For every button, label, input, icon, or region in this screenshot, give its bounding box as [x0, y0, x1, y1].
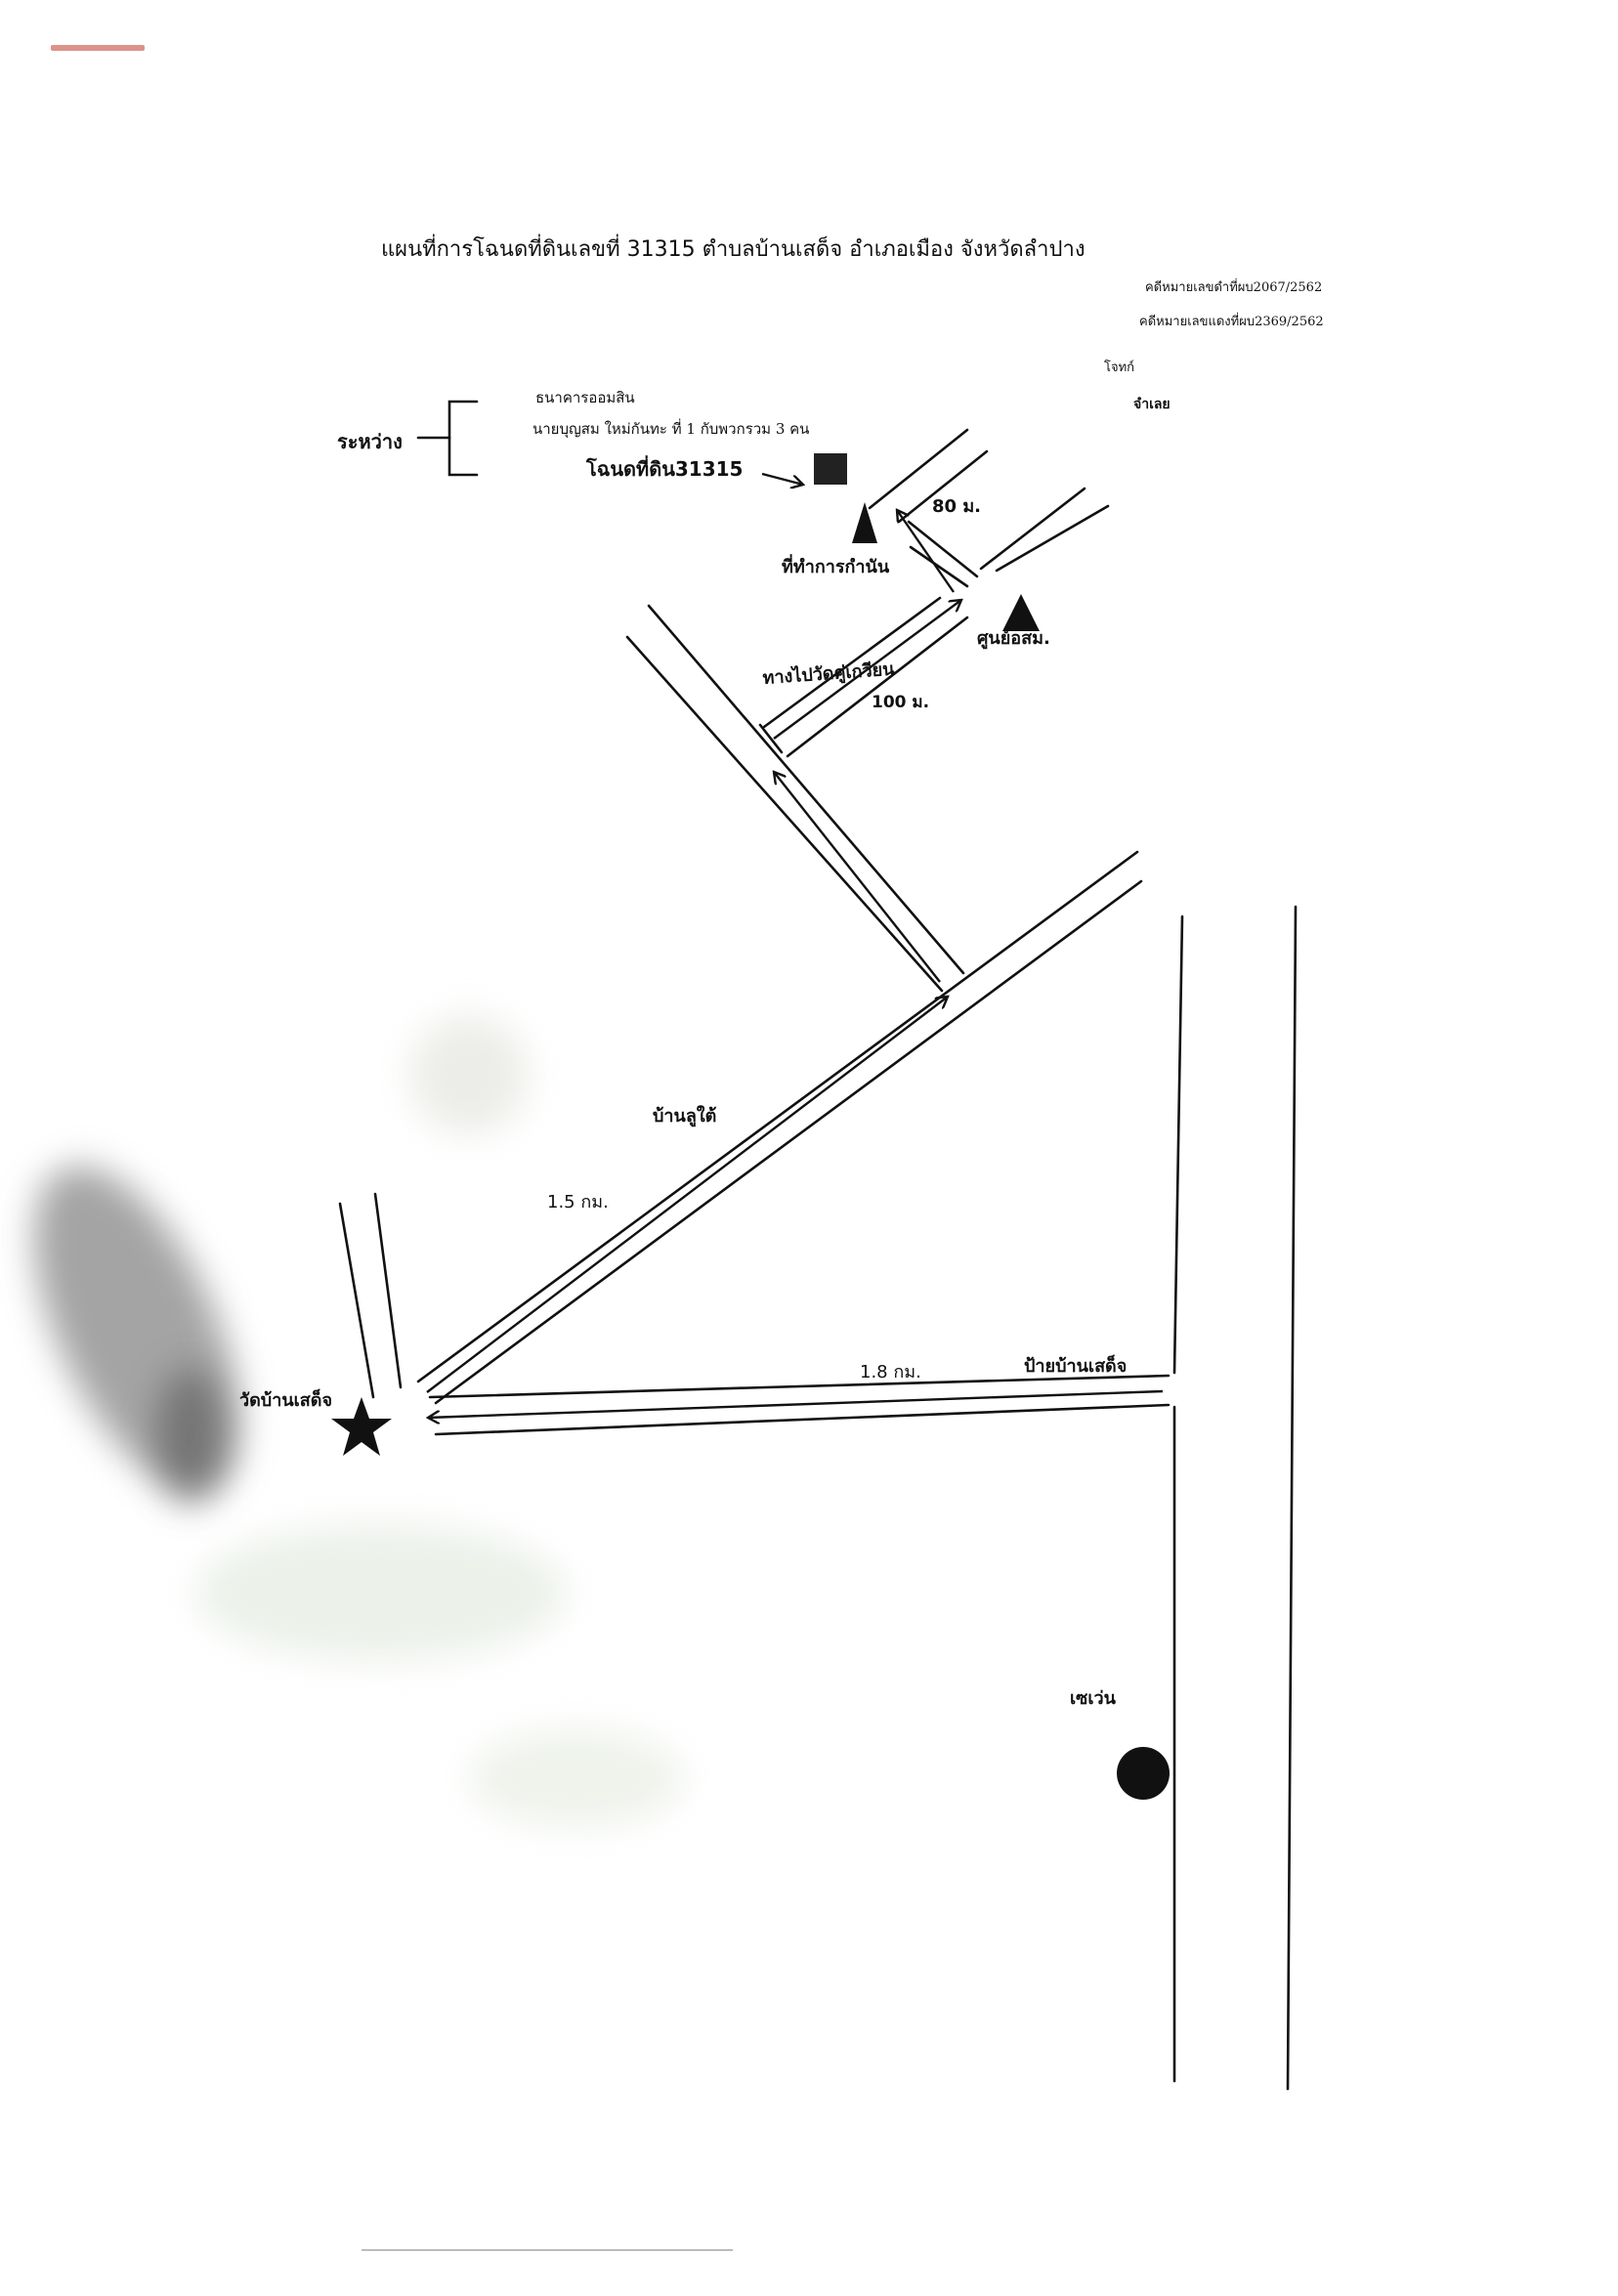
- kamnan-office-label: ที่ทำการกำนัน: [782, 557, 890, 577]
- distance-1-5km: 1.5 กม.: [547, 1192, 609, 1212]
- defendant-name: นายบุญสม ใหม่กันทะ ที่ 1 กับพวกรวม 3 คน: [532, 420, 810, 438]
- wat-ban-sadet-label: วัดบ้านเสด็จ: [239, 1390, 333, 1411]
- party-brace: [416, 400, 479, 477]
- ban-sadet-sign-label: ป้ายบ้านเสด็จ: [1024, 1356, 1128, 1377]
- distance-1-8km: 1.8 กม.: [860, 1362, 921, 1382]
- deed-pointer-arrow: [761, 472, 803, 485]
- road-north-of-temple: [338, 1192, 403, 1399]
- ban-lu-dai-label: บ้านลูใต้: [653, 1106, 717, 1127]
- road-to-temple-horizontal: [428, 1374, 1171, 1436]
- scan-smudge: [195, 1524, 567, 1661]
- triangle-marker-icon: [852, 502, 877, 543]
- stamp-mark: [51, 45, 145, 51]
- road-upper-diagonal: [625, 604, 965, 993]
- bottom-rule: [362, 2249, 733, 2251]
- red-case-number: คดีหมายเลขแดงที่ผบ2369/2562: [1139, 315, 1324, 329]
- plaintiff-name: ธนาคารออมสิน: [535, 389, 635, 406]
- osm-center-label: ศูนย์อสม.: [977, 628, 1050, 649]
- road-ban-lu-dai: [416, 850, 1143, 1405]
- scan-smudge: [410, 1016, 528, 1133]
- star-icon: [331, 1397, 392, 1456]
- scan-smudge: [469, 1729, 684, 1827]
- black-case-number: คดีหมายเลขดำที่ผบ2067/2562: [1145, 280, 1323, 295]
- defendant-label: จำเลย: [1133, 397, 1171, 412]
- plaintiff-label: โจทก์: [1104, 361, 1135, 375]
- road-to-kamnan: [868, 428, 989, 593]
- distance-100m: 100 ม.: [872, 693, 930, 712]
- between-label: ระหว่าง: [337, 430, 403, 453]
- seven-eleven-label: เซเว่น: [1070, 1688, 1116, 1709]
- circle-marker-icon: [1117, 1747, 1170, 1800]
- scan-smudge: [156, 1368, 225, 1505]
- deed-label: โฉนดที่ดิน31315: [586, 457, 744, 481]
- road-to-wat-khu-kwian: [762, 487, 1110, 758]
- distance-80m: 80 ม.: [932, 496, 982, 517]
- square-marker-icon: [814, 453, 847, 485]
- main-road-vertical: [1172, 905, 1298, 2091]
- triangle-marker-icon: [1002, 594, 1040, 631]
- page-title: แผนที่การโฉนดที่ดินเลขที่ 31315 ตำบลบ้าน…: [381, 237, 1086, 262]
